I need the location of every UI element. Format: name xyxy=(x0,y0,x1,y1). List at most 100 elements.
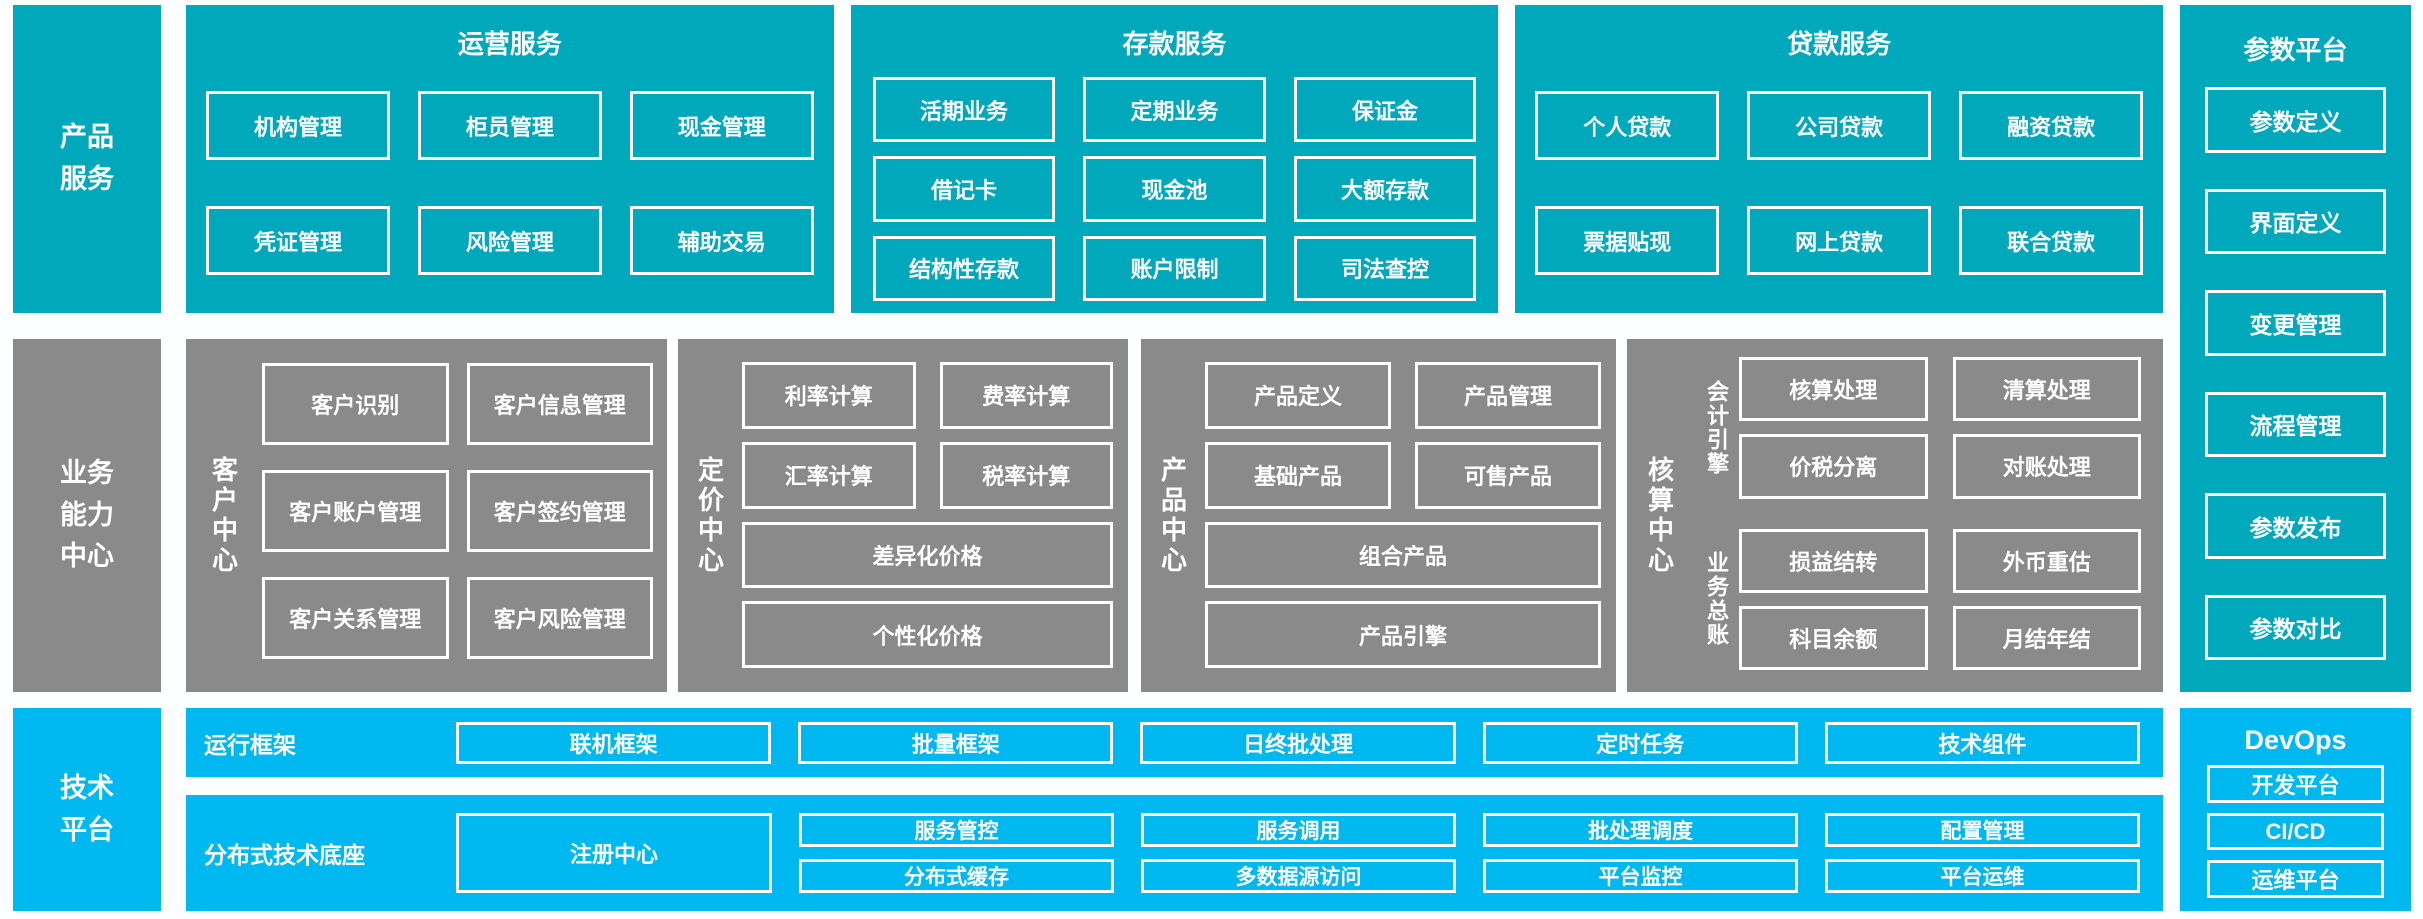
module-box: 核算处理 xyxy=(1739,357,1928,422)
parameter-platform-boxes: 参数定义 界面定义 变更管理 流程管理 参数发布 参数对比 xyxy=(2180,79,2411,692)
business-capability-row: 客户中心 客户识别 客户信息管理 客户账户管理 客户签约管理 客户关系管理 客户… xyxy=(186,339,2163,692)
section-pricing-center: 定价中心 利率计算 费率计算 汇率计算 税率计算 差异化价格 个性化价格 xyxy=(678,339,1128,692)
rail-label-product-services: 产品 服务 xyxy=(13,5,161,313)
section-title: 存款服务 xyxy=(1122,28,1227,59)
module-box: 凭证管理 xyxy=(206,206,390,275)
runtime-boxes: 联机框架 批量框架 日终批处理 定时任务 技术组件 xyxy=(456,721,2141,764)
module-box: 机构管理 xyxy=(206,91,390,160)
group-vertical-label: 会计引擎 xyxy=(1704,379,1729,476)
section-vertical-label: 核算中心 xyxy=(1644,455,1675,576)
module-box: 个人贷款 xyxy=(1535,91,1720,160)
section-title: 贷款服务 xyxy=(1787,28,1892,59)
module-box: 批处理调度 xyxy=(1483,813,1798,847)
module-box: 开发平台 xyxy=(2207,765,2384,803)
module-box: 现金管理 xyxy=(629,91,814,160)
label-line: 产品 xyxy=(60,122,114,153)
module-box: 对账处理 xyxy=(1952,434,2141,499)
module-box: 联机框架 xyxy=(456,721,772,764)
module-box: 网上贷款 xyxy=(1747,206,1932,275)
label-line: 服务 xyxy=(60,164,114,194)
module-box: 服务管控 xyxy=(799,813,1114,847)
module-box: 批量框架 xyxy=(798,721,1114,764)
label-line: 中心 xyxy=(60,541,114,572)
module-box: CI/CD xyxy=(2207,813,2384,850)
section-distributed-tech-base: 分布式技术底座 注册中心 服务管控 服务调用 批处理调度 配置管理 分布式缓存 … xyxy=(186,795,2163,911)
devops-boxes: 开发平台 CI/CD 运维平台 xyxy=(2180,762,2411,911)
group-vertical-label: 业务总账 xyxy=(1704,551,1729,648)
product-services-row: 运营服务 机构管理 柜员管理 现金管理 凭证管理 风险管理 辅助交易 存款服务 … xyxy=(186,5,2164,313)
module-box: 客户签约管理 xyxy=(466,470,653,552)
accounting-engine-group: 会计引擎 核算处理 清算处理 价税分离 对账处理 xyxy=(1693,357,2141,499)
module-box: 票据贴现 xyxy=(1535,206,1720,275)
accounting-engine-grid: 核算处理 清算处理 价税分离 对账处理 xyxy=(1739,357,2141,499)
section-parameter-platform: 参数平台 参数定义 界面定义 变更管理 流程管理 参数发布 参数对比 xyxy=(2180,5,2411,692)
module-box: 参数定义 xyxy=(2205,87,2386,153)
module-box: 利率计算 xyxy=(742,362,916,429)
module-box: 融资贷款 xyxy=(1959,91,2144,160)
bar-label: 分布式技术底座 xyxy=(204,842,365,868)
module-box: 产品管理 xyxy=(1415,362,1601,429)
module-box: 客户信息管理 xyxy=(466,363,653,445)
module-box: 科目余额 xyxy=(1739,605,1928,670)
distributed-base-grid: 服务管控 服务调用 批处理调度 配置管理 分布式缓存 多数据源访问 平台监控 平… xyxy=(799,813,2140,893)
module-box: 差异化价格 xyxy=(742,521,1113,589)
rail-label-text: 技术 平台 xyxy=(60,768,114,852)
section-vertical-label: 定价中心 xyxy=(694,455,725,576)
section-runtime-framework: 运行框架 联机框架 批量框架 日终批处理 定时任务 技术组件 xyxy=(186,708,2163,777)
customer-grid: 客户识别 客户信息管理 客户账户管理 客户签约管理 客户关系管理 客户风险管理 xyxy=(262,339,667,692)
module-box: 清算处理 xyxy=(1952,357,2141,422)
module-box: 客户关系管理 xyxy=(262,577,449,659)
module-box: 保证金 xyxy=(1293,77,1477,143)
module-box: 基础产品 xyxy=(1205,441,1391,509)
label-line: 能力 xyxy=(60,499,114,530)
label-line: 业务 xyxy=(60,457,114,488)
module-box: 借记卡 xyxy=(872,156,1056,222)
module-box: 多数据源访问 xyxy=(1141,859,1456,893)
rail-label-technology-platform: 技术 平台 xyxy=(13,708,161,911)
label-line: 技术 xyxy=(60,772,114,803)
module-box: 个性化价格 xyxy=(742,601,1113,668)
module-box: 客户风险管理 xyxy=(466,577,653,659)
module-box: 配置管理 xyxy=(1825,813,2140,847)
rail-label-business-capability-center: 业务 能力 中心 xyxy=(13,339,161,692)
module-box: 产品定义 xyxy=(1205,362,1391,429)
module-box: 可售产品 xyxy=(1415,441,1601,509)
module-box: 司法查控 xyxy=(1293,235,1477,301)
module-box: 费率计算 xyxy=(939,362,1113,429)
section-product-center: 产品中心 产品定义 产品管理 基础产品 可售产品 组合产品 产品引擎 xyxy=(1141,339,1616,692)
section-title: 运营服务 xyxy=(457,28,562,59)
accounting-groups: 会计引擎 核算处理 清算处理 价税分离 对账处理 业务总账 损益结转 外币重估 … xyxy=(1693,339,2163,692)
section-deposit-services: 存款服务 活期业务 定期业务 保证金 借记卡 现金池 大额存款 结构性存款 账户… xyxy=(850,5,1499,313)
module-box: 大额存款 xyxy=(1293,156,1477,222)
section-title: DevOps xyxy=(2244,724,2347,755)
module-box: 税率计算 xyxy=(939,441,1113,509)
module-box: 日终批处理 xyxy=(1140,721,1456,764)
module-box: 平台监控 xyxy=(1483,859,1798,893)
module-box: 现金池 xyxy=(1083,156,1266,222)
business-ledger-grid: 损益结转 外币重估 科目余额 月结年结 xyxy=(1739,528,2141,670)
module-box: 活期业务 xyxy=(872,77,1056,143)
module-box: 流程管理 xyxy=(2205,391,2386,457)
operations-grid: 机构管理 柜员管理 现金管理 凭证管理 风险管理 辅助交易 xyxy=(186,65,834,313)
module-box: 月结年结 xyxy=(1952,605,2141,670)
module-box: 结构性存款 xyxy=(872,235,1056,301)
section-vertical-label: 客户中心 xyxy=(208,455,239,576)
section-accounting-center: 核算中心 会计引擎 核算处理 清算处理 价税分离 对账处理 业务总账 损益结转 … xyxy=(1627,339,2163,692)
deposits-grid: 活期业务 定期业务 保证金 借记卡 现金池 大额存款 结构性存款 账户限制 司法… xyxy=(851,65,1499,313)
module-box: 变更管理 xyxy=(2205,290,2386,356)
module-box: 组合产品 xyxy=(1205,521,1601,589)
bar-label: 运行框架 xyxy=(204,731,296,758)
section-loan-services: 贷款服务 个人贷款 公司贷款 融资贷款 票据贴现 网上贷款 联合贷款 xyxy=(1515,5,2164,313)
module-box: 定期业务 xyxy=(1083,77,1266,143)
pricing-grid: 利率计算 费率计算 汇率计算 税率计算 差异化价格 个性化价格 xyxy=(742,339,1128,692)
rail-label-text: 产品 服务 xyxy=(60,117,114,201)
module-box: 分布式缓存 xyxy=(799,859,1114,893)
label-line: 平台 xyxy=(60,814,114,845)
module-box: 账户限制 xyxy=(1083,235,1266,301)
section-vertical-label: 产品中心 xyxy=(1157,455,1188,576)
section-customer-center: 客户中心 客户识别 客户信息管理 客户账户管理 客户签约管理 客户关系管理 客户… xyxy=(186,339,667,692)
rail-label-text: 业务 能力 中心 xyxy=(60,453,114,579)
module-box: 客户账户管理 xyxy=(262,470,449,552)
module-box: 柜员管理 xyxy=(417,91,602,160)
module-box-registry-center: 注册中心 xyxy=(456,813,772,893)
